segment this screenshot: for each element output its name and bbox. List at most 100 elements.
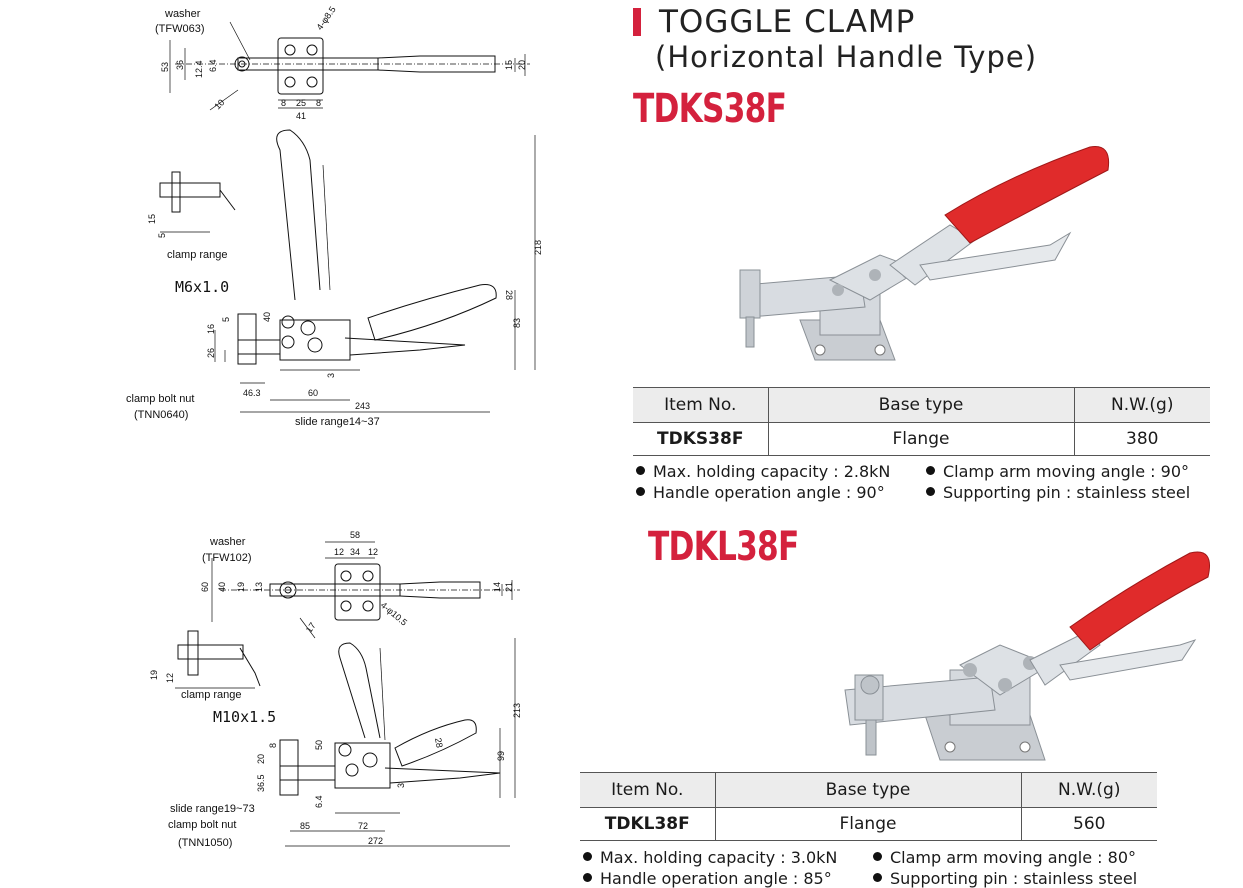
col-weight: N.W.(g) <box>1020 772 1157 808</box>
col-item-no: Item No. <box>633 387 768 423</box>
svg-text:99: 99 <box>496 751 506 761</box>
svg-text:36: 36 <box>175 60 185 70</box>
spec-table-1: Item No. Base type N.W.(g) TDKS38F Flang… <box>633 387 1210 456</box>
svg-text:40: 40 <box>217 582 227 592</box>
slide-range-2: slide range19~73 <box>170 803 255 815</box>
cell-base-type: Flange <box>767 422 1074 456</box>
technical-drawing-1: washer (TFW063) 4-φ8.5 53 36 12.4 6.4 10… <box>120 0 560 440</box>
svg-text:8: 8 <box>281 98 286 108</box>
table-header-row: Item No. Base type N.W.(g) <box>633 387 1210 423</box>
cell-item-no: TDKS38F <box>633 422 768 456</box>
clamp-range-label-1: clamp range <box>167 249 228 261</box>
svg-text:21: 21 <box>504 582 514 592</box>
table-row: TDKL38F Flange 560 <box>580 807 1157 841</box>
bullet-icon <box>636 487 645 496</box>
nut-label-1: clamp bolt nut <box>126 393 194 405</box>
bullet-icon <box>873 852 882 861</box>
svg-text:60: 60 <box>308 388 318 398</box>
technical-drawing-2: washer (TFW102) 58 12 34 12 60 40 19 13 … <box>140 528 570 858</box>
col-base-type: Base type <box>767 387 1074 423</box>
svg-text:213: 213 <box>512 703 522 718</box>
page-title: TOGGLE CLAMP <box>659 4 916 40</box>
svg-text:3: 3 <box>396 783 406 788</box>
svg-text:12: 12 <box>334 547 344 557</box>
bullet-icon <box>583 873 592 882</box>
nut-code-1: (TNN0640) <box>134 409 188 421</box>
bullet-icon <box>926 487 935 496</box>
nut-code-2: (TNN1050) <box>178 837 232 849</box>
svg-text:19: 19 <box>149 670 159 680</box>
svg-text:3: 3 <box>326 373 336 378</box>
svg-text:41: 41 <box>296 111 306 121</box>
svg-text:50: 50 <box>314 740 324 750</box>
cell-item-no: TDKL38F <box>580 807 715 841</box>
svg-text:4-φ10.5: 4-φ10.5 <box>379 600 409 628</box>
table-header-row: Item No. Base type N.W.(g) <box>580 772 1157 808</box>
svg-text:15: 15 <box>504 60 514 70</box>
svg-text:5: 5 <box>157 233 167 238</box>
svg-text:34: 34 <box>350 547 360 557</box>
cell-weight: 380 <box>1073 422 1210 456</box>
col-item-no: Item No. <box>580 772 715 808</box>
svg-text:12.4: 12.4 <box>194 60 204 78</box>
svg-text:20: 20 <box>256 754 266 764</box>
feature-item: Clamp arm moving angle : 80° <box>873 848 1136 867</box>
thread-label-2: M10x1.5 <box>213 708 276 726</box>
washer-code-1: (TFW063) <box>155 23 205 35</box>
product-photo-2 <box>830 545 1215 765</box>
feature-item: Supporting pin : stainless steel <box>873 869 1137 888</box>
svg-text:15: 15 <box>147 214 157 224</box>
feature-item: Max. holding capacity : 3.0kN <box>583 848 837 867</box>
svg-text:85: 85 <box>300 821 310 831</box>
feature-item: Handle operation angle : 85° <box>583 869 832 888</box>
svg-text:4-φ8.5: 4-φ8.5 <box>314 5 337 32</box>
slide-range-1: slide range14~37 <box>295 416 380 428</box>
bullet-icon <box>636 466 645 475</box>
feature-item: Clamp arm moving angle : 90° <box>926 462 1189 481</box>
nut-label-2: clamp bolt nut <box>168 819 236 831</box>
svg-text:25: 25 <box>296 98 306 108</box>
bullet-icon <box>873 873 882 882</box>
svg-text:12: 12 <box>368 547 378 557</box>
washer-label-1: washer <box>164 8 201 20</box>
svg-text:40: 40 <box>262 312 272 322</box>
svg-text:272: 272 <box>368 836 383 846</box>
clamp-range-label-2: clamp range <box>181 689 242 701</box>
product-model-1: TDKS38F <box>633 86 787 132</box>
product-model-2: TDKL38F <box>648 524 799 570</box>
svg-text:6.4: 6.4 <box>314 795 324 808</box>
feature-item: Max. holding capacity : 2.8kN <box>636 462 890 481</box>
svg-text:14: 14 <box>492 582 502 592</box>
svg-text:60: 60 <box>200 582 210 592</box>
svg-text:83: 83 <box>512 318 522 328</box>
feature-item: Supporting pin : stainless steel <box>926 483 1190 502</box>
svg-text:28: 28 <box>504 290 514 300</box>
bullet-icon <box>926 466 935 475</box>
svg-text:72: 72 <box>358 821 368 831</box>
svg-text:5: 5 <box>221 317 231 322</box>
cell-base-type: Flange <box>714 807 1021 841</box>
svg-text:8: 8 <box>268 743 278 748</box>
page-subtitle: (Horizontal Handle Type) <box>655 40 1038 74</box>
svg-text:12: 12 <box>165 673 175 683</box>
svg-text:8: 8 <box>316 98 321 108</box>
svg-text:6.4: 6.4 <box>208 59 218 72</box>
feature-item: Handle operation angle : 90° <box>636 483 885 502</box>
col-base-type: Base type <box>714 772 1021 808</box>
svg-text:16: 16 <box>206 324 216 334</box>
title-accent-bar <box>633 8 641 36</box>
spec-table-2: Item No. Base type N.W.(g) TDKL38F Flang… <box>580 772 1157 841</box>
washer-code-2: (TFW102) <box>202 552 252 564</box>
washer-label-2: washer <box>209 536 246 548</box>
svg-text:28: 28 <box>433 737 445 749</box>
product-photo-1 <box>720 135 1120 375</box>
cell-weight: 560 <box>1020 807 1157 841</box>
bullet-icon <box>583 852 592 861</box>
svg-text:46.3: 46.3 <box>243 388 261 398</box>
table-row: TDKS38F Flange 380 <box>633 422 1210 456</box>
svg-text:53: 53 <box>160 62 170 72</box>
svg-text:20: 20 <box>517 60 527 70</box>
svg-text:19: 19 <box>236 582 246 592</box>
svg-text:26: 26 <box>206 348 216 358</box>
svg-text:13: 13 <box>254 582 264 592</box>
